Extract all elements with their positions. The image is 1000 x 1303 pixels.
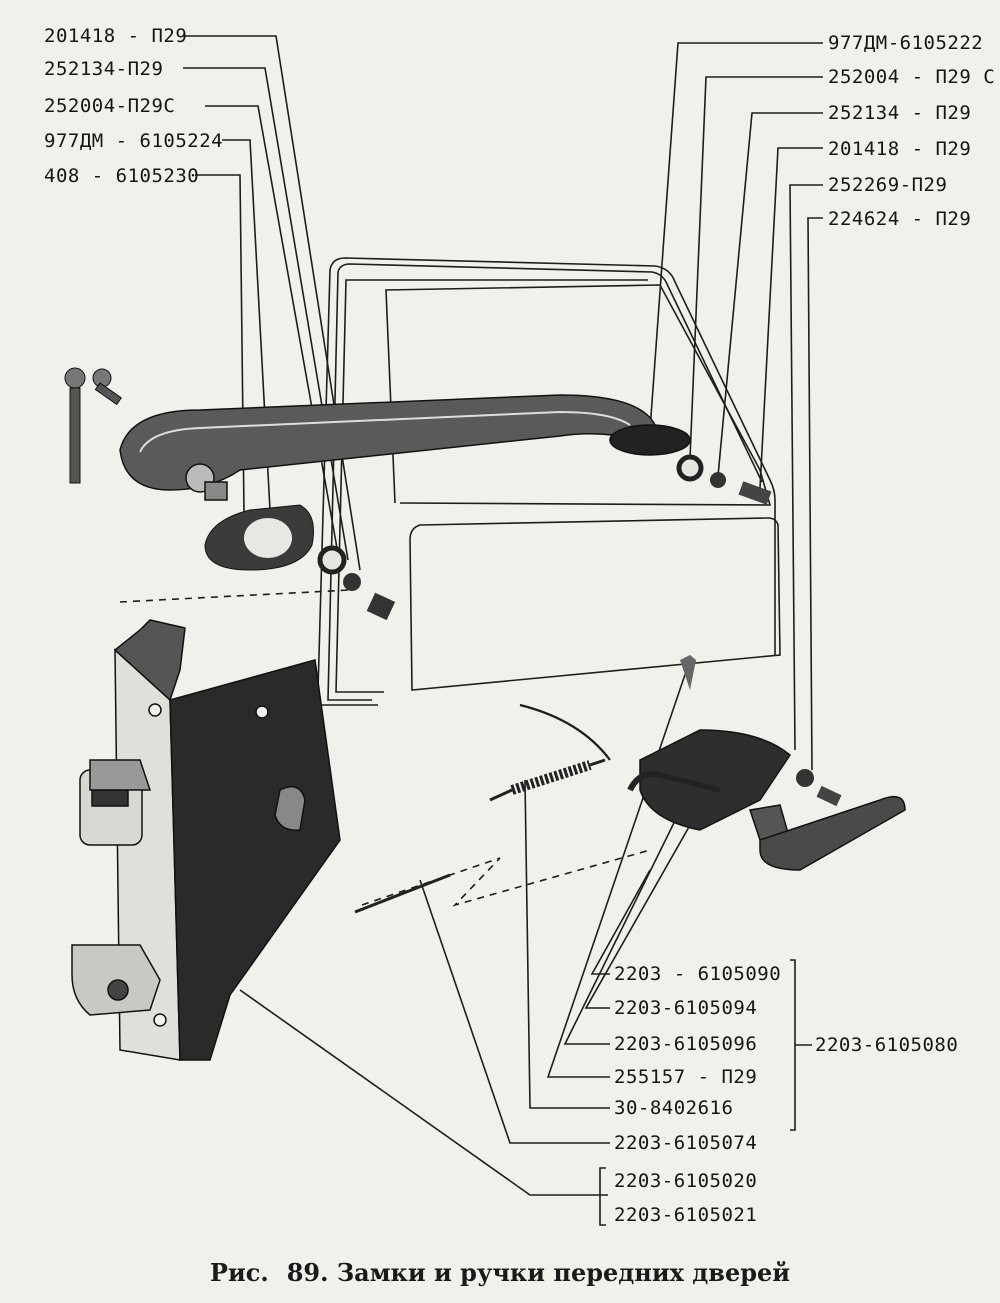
spring: [510, 760, 592, 795]
figure-caption: Рис. 89. Замки и ручки передних дверей: [0, 1258, 1000, 1287]
label-2203-6105021: 2203-6105021: [614, 1204, 758, 1226]
washer: [317, 545, 347, 575]
outside-handle: [119, 394, 691, 501]
screw-right: [738, 481, 772, 505]
label-2203-6105090: 2203 - 6105090: [614, 963, 782, 985]
lock-washer: [343, 573, 361, 591]
screw-inner: [816, 785, 842, 807]
door-lock: [71, 619, 341, 1061]
caption-text: 89. Замки и ручки передних дверей: [286, 1258, 791, 1287]
key: [64, 367, 122, 484]
label-201418-left: 201418 - П29: [44, 25, 188, 47]
label-224624: 224624 - П29: [828, 208, 972, 230]
label-408-6105230: 408 - 6105230: [44, 165, 200, 187]
screw: [366, 592, 396, 621]
label-255157: 255157 - П29: [614, 1066, 758, 1088]
release-cable: [519, 703, 611, 761]
label-assembly-2203-6105080: 2203-6105080: [815, 1034, 959, 1056]
label-252004-left: 252004-П29С: [44, 95, 176, 117]
washer-right: [676, 454, 704, 482]
label-977dm-6105224: 977ДМ - 6105224: [44, 130, 224, 152]
label-252134-right: 252134 - П29: [828, 102, 972, 124]
door-window-frame: [317, 257, 776, 706]
label-252134-left: 252134-П29: [44, 58, 164, 80]
washer-inner: [796, 769, 814, 787]
inside-handle: [627, 729, 906, 871]
label-2203-6105074: 2203-6105074: [614, 1132, 758, 1154]
rod: [354, 873, 451, 914]
pin: [680, 655, 696, 690]
label-2203-6105096: 2203-6105096: [614, 1033, 758, 1055]
label-30-8402616: 30-8402616: [614, 1097, 734, 1119]
label-252004-right: 252004 - П29 С: [828, 66, 996, 88]
label-2203-6105094: 2203-6105094: [614, 997, 758, 1019]
label-252269: 252269-П29: [828, 174, 948, 196]
label-2203-6105020: 2203-6105020: [614, 1170, 758, 1192]
caption-prefix: Рис.: [209, 1258, 269, 1287]
label-977dm-6105222: 977ДМ-6105222: [828, 32, 984, 54]
label-201418-right: 201418 - П29: [828, 138, 972, 160]
door-inner-frame: [409, 517, 781, 691]
lock-washer-right: [710, 472, 726, 488]
